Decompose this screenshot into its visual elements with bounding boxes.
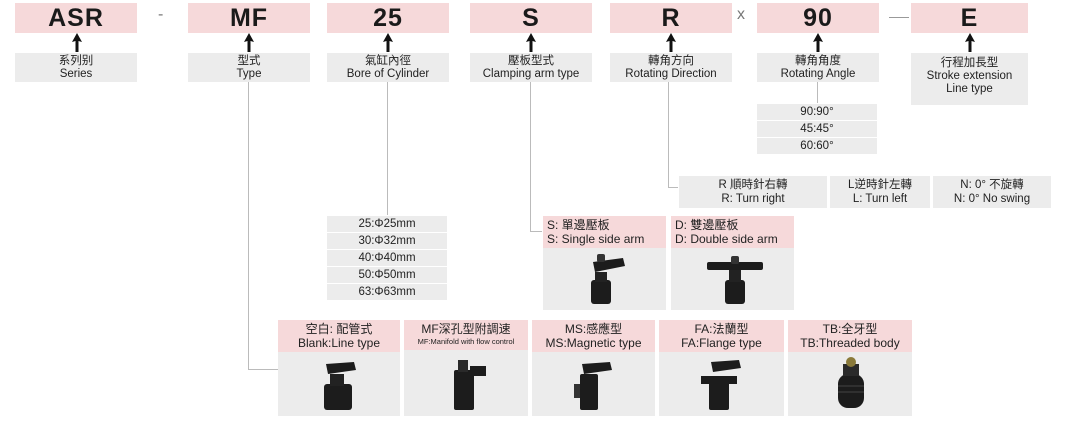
type-ms-cn: MS:感應型	[564, 322, 623, 336]
arrow-arm-icon	[526, 33, 536, 52]
direction-r-en: R: Turn right	[721, 193, 785, 205]
arm-single-en: S: Single side arm	[547, 232, 645, 246]
label-arm-en: Clamping arm type	[482, 68, 580, 80]
arrow-direction-icon	[666, 33, 676, 52]
arm-double-en: D: Double side arm	[675, 232, 778, 246]
label-series-en: Series	[59, 68, 93, 80]
blank-type-clamp-icon	[324, 362, 356, 410]
type-mf-en: MF:Manifold with flow control	[417, 337, 515, 346]
bore-option: 50:Φ50mm	[327, 267, 447, 283]
direction-n-cn: N: 0° 不旋轉	[960, 179, 1024, 191]
label-series-cn: 系列别	[58, 55, 94, 67]
direction-l-en: L: Turn left	[852, 193, 908, 205]
code-series: ASR	[15, 3, 137, 33]
code-angle: 90	[757, 3, 879, 33]
label-bore-en: Bore of Cylinder	[346, 68, 430, 80]
connector-arm-h	[530, 231, 542, 232]
arm-single-cn: S: 單邊壓板	[547, 218, 610, 232]
label-type-cn: 型式	[237, 55, 261, 67]
label-angle: 轉角角度 Rotating Angle	[757, 53, 879, 82]
arrow-angle-icon	[813, 33, 823, 52]
code-type: MF	[188, 3, 310, 33]
type-ms-header: MS:感應型 MS:Magnetic type	[532, 320, 655, 352]
connector-arm	[530, 82, 531, 232]
separator-x: x	[737, 6, 745, 23]
label-series: 系列别 Series	[15, 53, 137, 82]
label-angle-cn: 轉角角度	[795, 55, 841, 67]
arm-double-cn: D: 雙邊壓板	[675, 218, 739, 232]
type-mf-header: MF深孔型附調速 MF:Manifold with flow control	[404, 320, 528, 350]
code-extension: E	[911, 3, 1028, 33]
direction-option-l: L逆時針左轉 L: Turn left	[830, 176, 930, 208]
label-type-en: Type	[236, 68, 262, 80]
connector-bore	[387, 82, 388, 215]
arm-double-header: D: 雙邊壓板 D: Double side arm	[671, 216, 794, 248]
code-direction: R	[610, 3, 732, 33]
arm-panel-single: S: 單邊壓板 S: Single side arm	[543, 216, 666, 310]
label-bore: 氣缸內徑 Bore of Cylinder	[327, 53, 449, 82]
connector-angle	[817, 82, 818, 103]
label-direction-en: Rotating Direction	[625, 68, 717, 80]
bore-option: 63:Φ63mm	[327, 284, 447, 300]
direction-l-cn: L逆時針左轉	[848, 179, 912, 191]
label-bore-cn: 氣缸內徑	[365, 55, 411, 67]
angle-option: 45:45°	[757, 121, 877, 137]
mf-type-clamp-icon	[454, 360, 486, 410]
separator-dash: -	[158, 6, 164, 23]
label-extension-en2: Line type	[946, 83, 993, 95]
type-blank-en: Blank:Line type	[297, 336, 381, 350]
direction-option-n: N: 0° 不旋轉 N: 0° No swing	[933, 176, 1051, 208]
arrow-bore-icon	[383, 33, 393, 52]
label-direction: 轉角方向 Rotating Direction	[610, 53, 732, 82]
tb-type-clamp-icon	[838, 357, 864, 408]
type-mf-cn: MF深孔型附調速	[421, 322, 511, 336]
ms-type-clamp-icon	[574, 362, 612, 410]
type-fa-header: FA:法蘭型 FA:Flange type	[659, 320, 784, 352]
arrow-extension-icon	[965, 33, 975, 52]
type-panel-mf: MF深孔型附調速 MF:Manifold with flow control	[404, 320, 528, 416]
label-type: 型式 Type	[188, 53, 310, 82]
type-fa-cn: FA:法蘭型	[694, 322, 749, 336]
code-bore: 25	[327, 3, 449, 33]
connector-direction	[668, 82, 669, 188]
type-blank-cn: 空白: 配管式	[305, 322, 373, 336]
bore-option: 40:Φ40mm	[327, 250, 447, 266]
label-direction-cn: 轉角方向	[648, 55, 694, 67]
single-arm-clamp-icon	[591, 254, 625, 304]
type-panel-ms: MS:感應型 MS:Magnetic type	[532, 320, 655, 416]
arrow-type-icon	[244, 33, 254, 52]
type-tb-en: TB:Threaded body	[800, 336, 900, 350]
type-panel-tb: TB:全牙型 TB:Threaded body	[788, 320, 912, 416]
angle-option: 90:90°	[757, 104, 877, 120]
direction-r-cn: R 順時針右轉	[718, 179, 788, 191]
type-ms-en: MS:Magnetic type	[545, 336, 642, 350]
fa-type-clamp-icon	[701, 360, 741, 410]
label-extension: 行程加長型 Stroke extension Line type	[911, 53, 1028, 105]
double-arm-clamp-icon	[707, 256, 763, 304]
angle-option: 60:60°	[757, 138, 877, 154]
bore-option: 25:Φ25mm	[327, 216, 447, 232]
connector-type-h	[248, 369, 278, 370]
connector-type	[248, 82, 249, 370]
direction-n-en: N: 0° No swing	[953, 193, 1031, 205]
type-tb-header: TB:全牙型 TB:Threaded body	[788, 320, 912, 352]
type-blank-header: 空白: 配管式 Blank:Line type	[278, 320, 400, 352]
type-tb-cn: TB:全牙型	[822, 322, 878, 336]
label-arm: 壓板型式 Clamping arm type	[470, 53, 592, 82]
label-angle-en: Rotating Angle	[780, 68, 856, 80]
code-arm: S	[470, 3, 592, 33]
arrow-series-icon	[72, 33, 82, 52]
arm-panel-double: D: 雙邊壓板 D: Double side arm	[671, 216, 794, 310]
label-extension-en1: Stroke extension	[926, 70, 1013, 82]
label-arm-cn: 壓板型式	[508, 55, 554, 67]
arm-single-header: S: 單邊壓板 S: Single side arm	[543, 216, 666, 248]
type-panel-blank: 空白: 配管式 Blank:Line type	[278, 320, 400, 416]
type-panel-fa: FA:法蘭型 FA:Flange type	[659, 320, 784, 416]
separator-line	[889, 17, 909, 18]
connector-direction-h	[668, 187, 678, 188]
label-extension-cn: 行程加長型	[940, 57, 999, 69]
type-fa-en: FA:Flange type	[681, 336, 762, 350]
direction-option-r: R 順時針右轉 R: Turn right	[679, 176, 827, 208]
bore-option: 30:Φ32mm	[327, 233, 447, 249]
